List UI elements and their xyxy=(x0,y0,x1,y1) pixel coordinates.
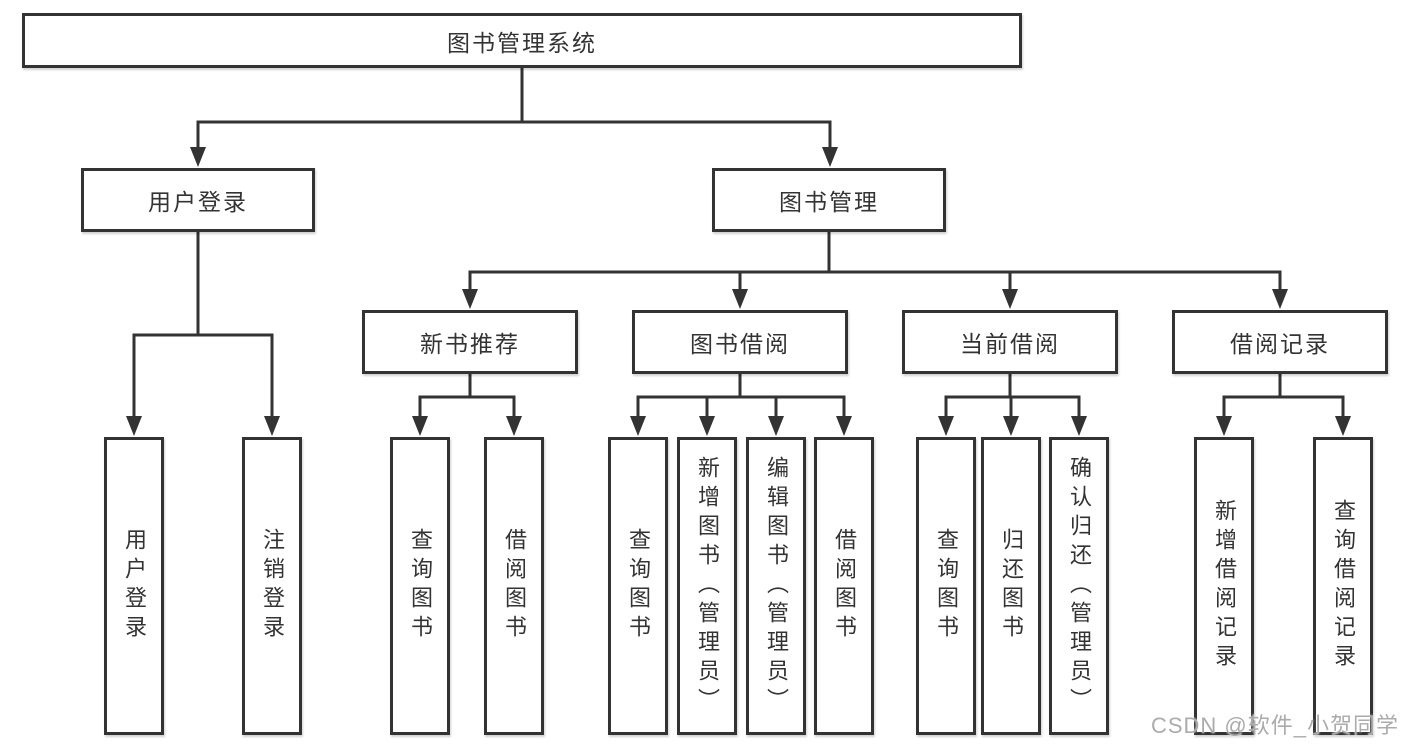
node-user-login: 用户登录 xyxy=(81,168,315,232)
node-label: 用户登录 xyxy=(122,528,147,644)
leaf-recommend-query-book: 查询图书 xyxy=(390,437,450,735)
leaf-current-return-book: 归还图书 xyxy=(981,437,1041,735)
csdn-watermark: CSDN @软件_小贺同学 xyxy=(1150,713,1399,738)
node-label: 借阅记录 xyxy=(1230,331,1330,357)
node-label: 确认归还（管理员） xyxy=(1067,455,1092,717)
leaf-borrow-add-book-admin: 新增图书（管理员） xyxy=(677,437,737,735)
leaf-logout: 注销登录 xyxy=(242,437,302,735)
node-label: 注销登录 xyxy=(260,528,285,644)
node-book-management: 图书管理 xyxy=(712,168,946,232)
leaf-borrow-query-book: 查询图书 xyxy=(608,437,668,735)
node-label: 用户登录 xyxy=(148,189,248,215)
node-book-borrowing: 图书借阅 xyxy=(632,310,848,374)
node-label: 查询图书 xyxy=(408,528,433,644)
node-current-borrowing: 当前借阅 xyxy=(902,310,1118,374)
node-label: 当前借阅 xyxy=(960,331,1060,357)
leaf-user-login: 用户登录 xyxy=(104,437,164,735)
leaf-records-query-record: 查询借阅记录 xyxy=(1313,437,1373,735)
node-label: 编辑图书（管理员） xyxy=(764,455,789,717)
node-label: 图书管理 xyxy=(779,189,879,215)
leaf-records-add-record: 新增借阅记录 xyxy=(1194,437,1254,735)
node-label: 新增图书（管理员） xyxy=(695,455,720,717)
leaf-recommend-borrow-book: 借阅图书 xyxy=(484,437,544,735)
node-label: 查询图书 xyxy=(934,528,959,644)
leaf-borrow-edit-book-admin: 编辑图书（管理员） xyxy=(746,437,806,735)
leaf-current-query-book: 查询图书 xyxy=(916,437,976,735)
node-label: 图书管理系统 xyxy=(447,29,597,56)
node-label: 借阅图书 xyxy=(502,528,527,644)
leaf-current-confirm-return-admin: 确认归还（管理员） xyxy=(1049,437,1109,735)
node-label: 查询图书 xyxy=(626,528,651,644)
node-borrowing-records: 借阅记录 xyxy=(1172,310,1388,374)
node-label: 图书借阅 xyxy=(690,331,790,357)
leaf-borrow-borrow-book: 借阅图书 xyxy=(814,437,874,735)
node-label: 借阅图书 xyxy=(832,528,857,644)
node-label: 归还图书 xyxy=(999,528,1024,644)
node-label: 新书推荐 xyxy=(420,331,520,357)
node-new-book-recommendation: 新书推荐 xyxy=(362,310,578,374)
node-library-system-root: 图书管理系统 xyxy=(22,13,1022,68)
node-label: 查询借阅记录 xyxy=(1331,499,1356,673)
node-label: 新增借阅记录 xyxy=(1212,499,1237,673)
